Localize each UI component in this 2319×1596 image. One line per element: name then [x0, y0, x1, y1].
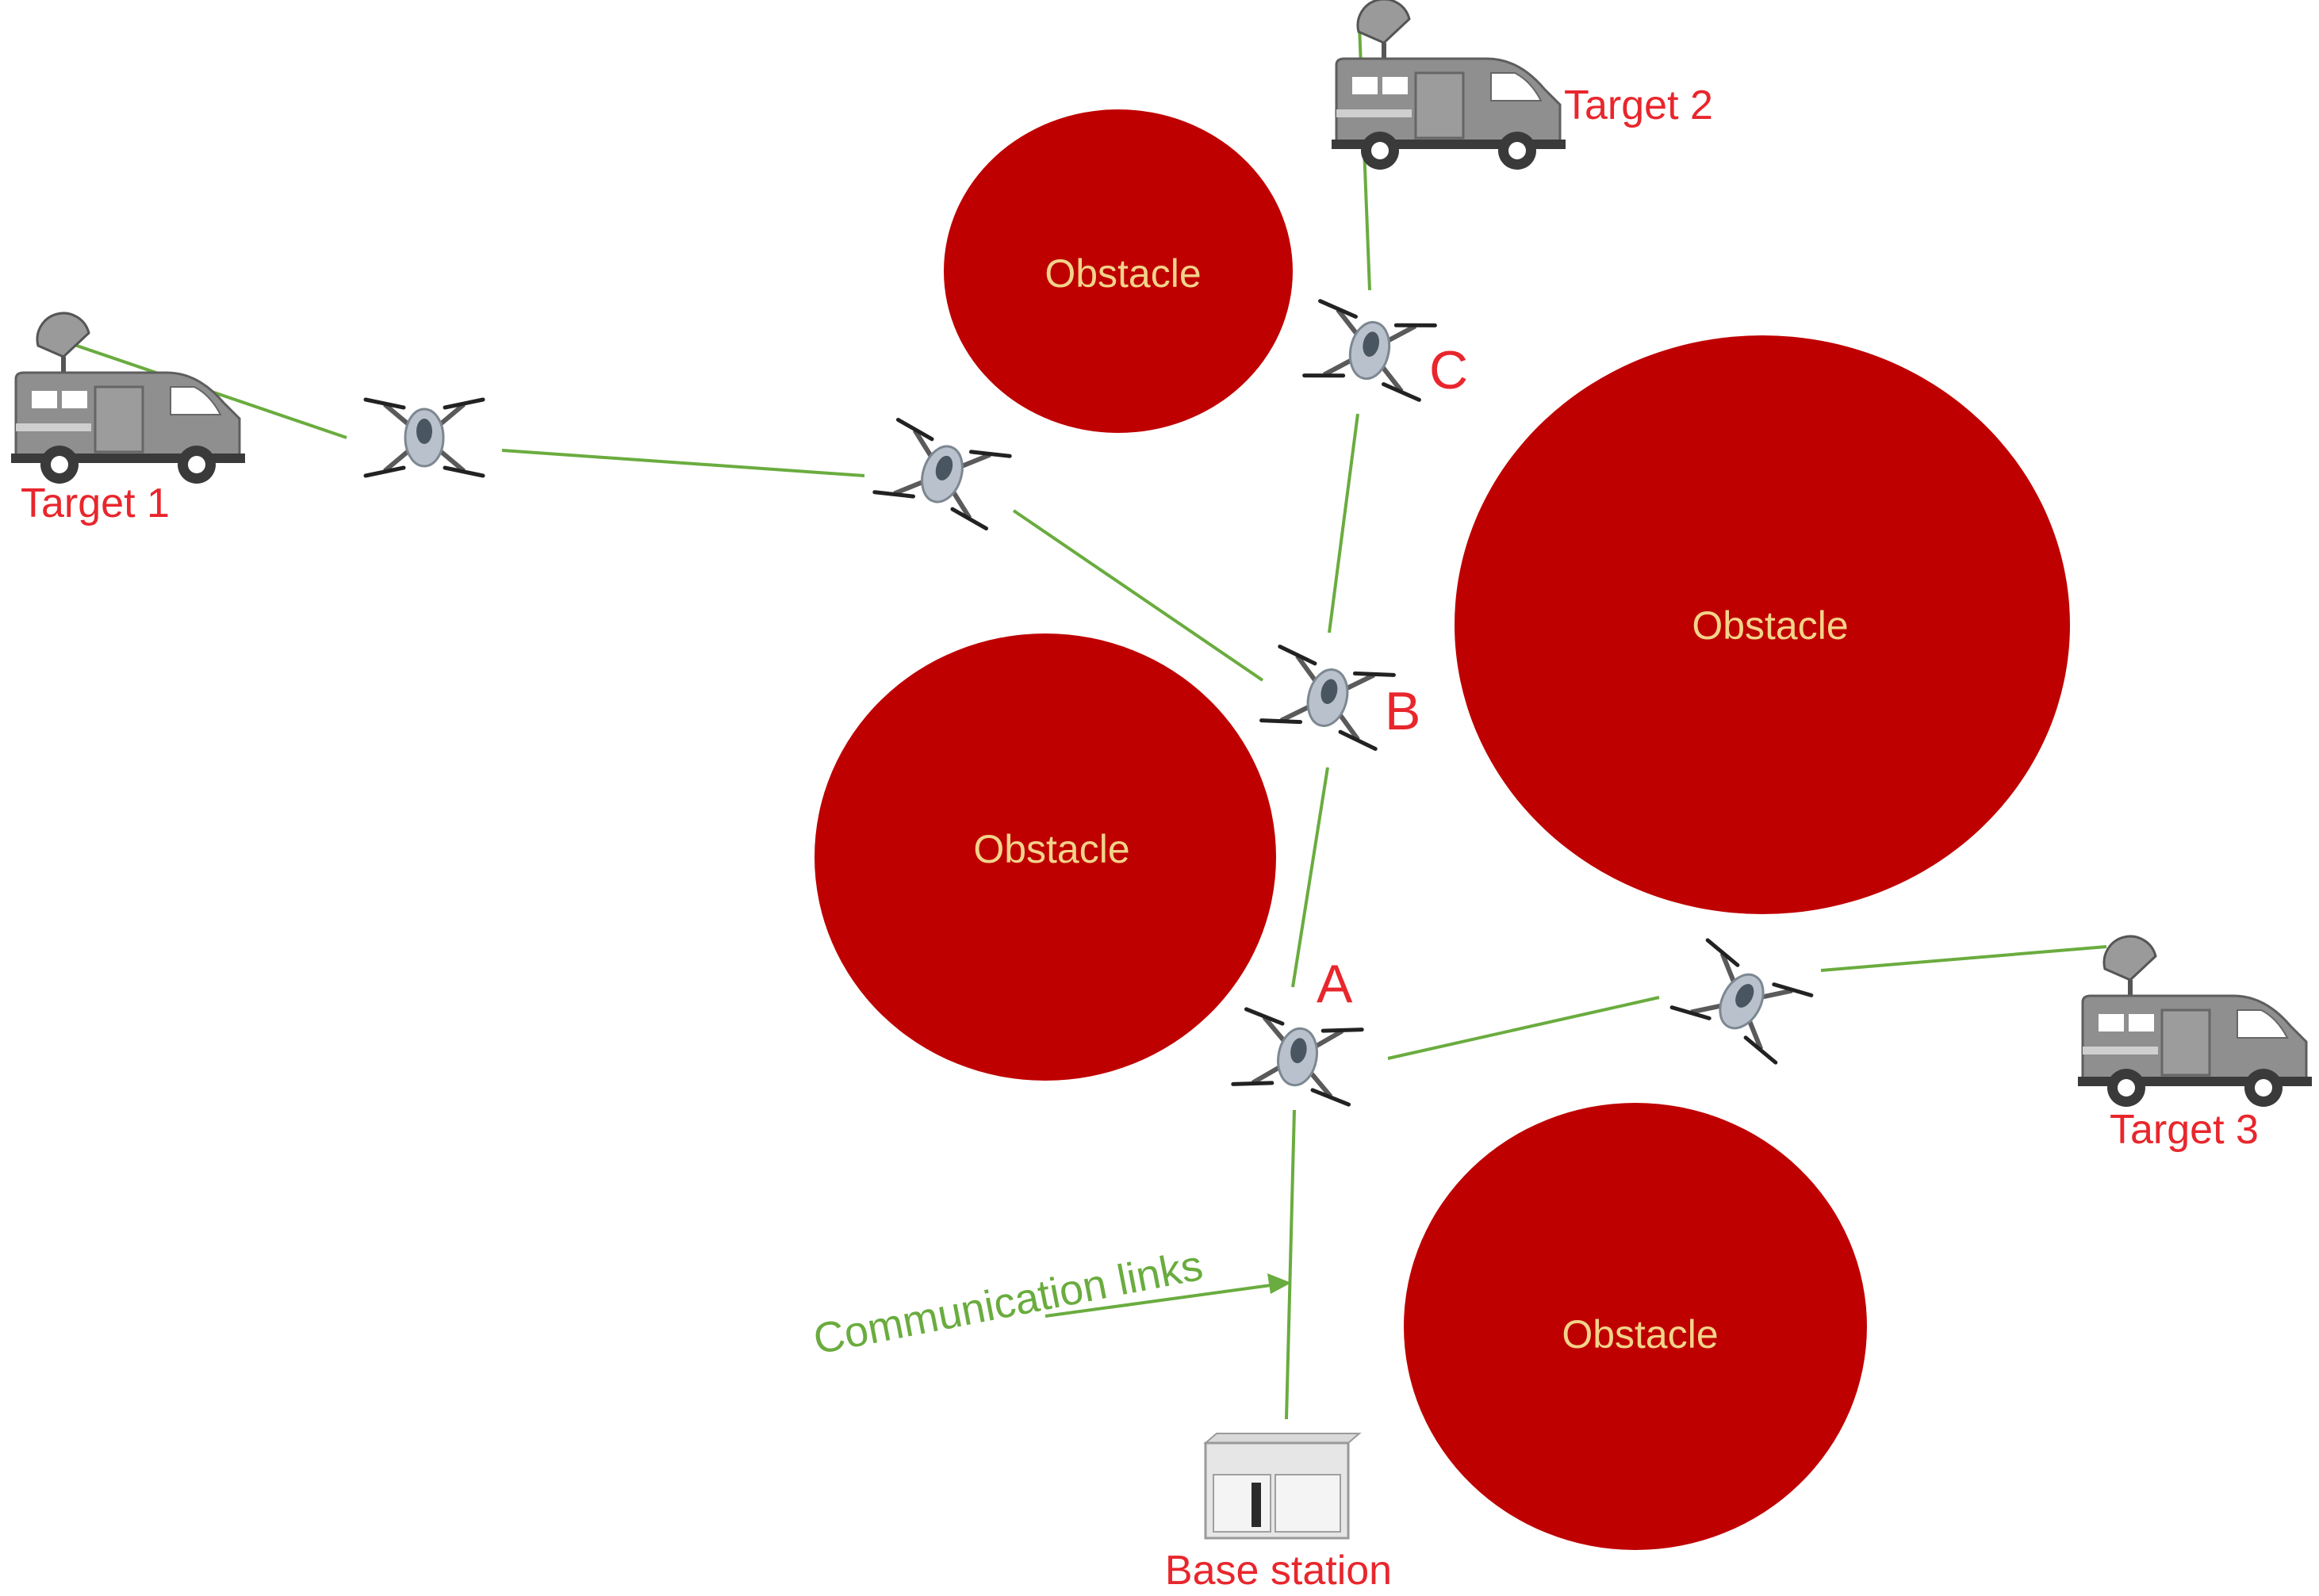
obstacle-circle — [1455, 335, 2070, 914]
target-1-label: Target 1 — [21, 480, 170, 526]
link-drone2-b — [1012, 509, 1264, 682]
target-1-van-icon — [11, 313, 245, 484]
obstacle-circle — [1404, 1103, 1867, 1550]
obstacle-field: Obstacle Obstacle Obstacle Obstacle — [815, 109, 2070, 1550]
link-a-drone5 — [1387, 996, 1660, 1060]
obstacle-label: Obstacle — [1045, 251, 1201, 296]
link-drone5-target3 — [1820, 945, 2107, 972]
obstacle-label: Obstacle — [1692, 603, 1848, 648]
link-drone1-drone2 — [501, 449, 865, 477]
drone-c-icon — [1305, 301, 1435, 400]
target-2-label: Target 2 — [1564, 82, 1713, 128]
drone-b-icon — [1262, 647, 1394, 749]
arrow-head-icon — [1267, 1273, 1291, 1294]
node-b-label: B — [1385, 681, 1420, 741]
node-c-label: C — [1429, 340, 1468, 400]
target-3-label: Target 3 — [2110, 1107, 2259, 1153]
annotation-arrow — [1045, 1283, 1278, 1318]
link-b-a — [1291, 767, 1329, 988]
drone-icon — [366, 400, 483, 476]
base-station-label: Base station — [1165, 1548, 1392, 1594]
target-3-van-icon — [2078, 936, 2312, 1107]
link-b-c — [1328, 413, 1359, 633]
obstacle-label: Obstacle — [1562, 1312, 1718, 1357]
obstacle-circle — [944, 109, 1293, 433]
target-2-van-icon — [1332, 0, 1566, 170]
link-a-basestation — [1285, 1109, 1296, 1420]
labels: Target 1 Target 2 Target 3 C B A Base st… — [21, 82, 2259, 1594]
drone-a-icon — [1233, 1009, 1362, 1104]
obstacle-circle — [815, 633, 1276, 1081]
obstacle-label: Obstacle — [973, 827, 1129, 871]
drone-icon — [1672, 940, 1811, 1062]
drone-icon — [875, 419, 1010, 528]
base-station-cabinet-icon — [1203, 1433, 1362, 1540]
node-a-label: A — [1317, 954, 1353, 1014]
